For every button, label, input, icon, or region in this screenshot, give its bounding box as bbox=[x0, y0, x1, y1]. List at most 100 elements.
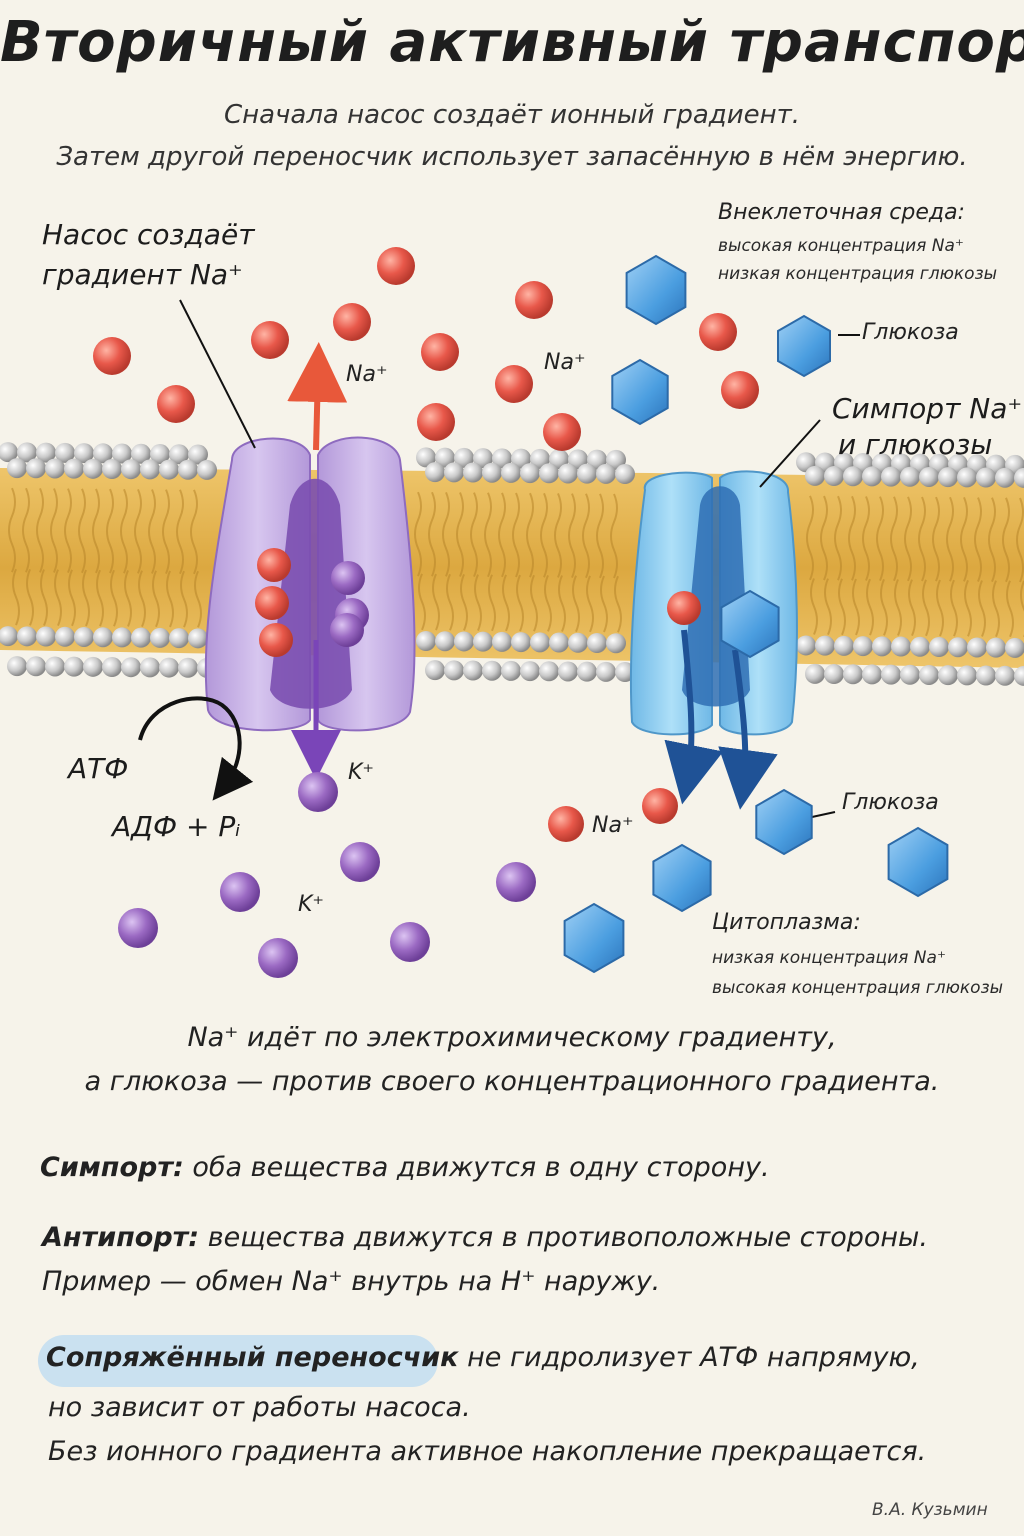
lipid-head bbox=[615, 464, 635, 485]
lipid-head bbox=[492, 631, 512, 652]
lipid-tail bbox=[950, 579, 958, 637]
lipid-tail bbox=[540, 492, 548, 578]
lipid-head bbox=[150, 627, 170, 648]
lipid-tail bbox=[992, 580, 1000, 638]
sodium-ion-icon bbox=[642, 788, 678, 824]
lipid-tail bbox=[852, 578, 860, 636]
lipid-head bbox=[596, 661, 616, 682]
sodium-ion-icon bbox=[495, 365, 533, 403]
lipid-head bbox=[967, 637, 987, 658]
cytoplasm-title: Цитоплазма: bbox=[712, 910, 861, 935]
lipid-head bbox=[64, 656, 84, 677]
lipid-head bbox=[843, 664, 863, 685]
antiport-definition: Антипорт: вещества движутся в противопол… bbox=[42, 1222, 928, 1253]
lipid-tail bbox=[544, 574, 552, 632]
lipid-head bbox=[511, 448, 531, 469]
lipid-head bbox=[1014, 665, 1024, 686]
lipid-bilayer bbox=[0, 442, 1024, 686]
lipid-tail bbox=[932, 496, 940, 582]
symport-label-line-2: и глюкозы bbox=[838, 428, 993, 461]
glucose-hexagon-icon bbox=[652, 843, 712, 913]
lipid-head bbox=[976, 665, 996, 686]
lipid-head bbox=[435, 447, 455, 468]
lipid-tail bbox=[488, 574, 496, 632]
lipid-head bbox=[815, 635, 835, 656]
symport-term: Симпорт: bbox=[40, 1152, 184, 1183]
sodium-ion-icon bbox=[157, 385, 195, 423]
lipid-tail bbox=[68, 569, 76, 627]
lipid-tail bbox=[484, 492, 492, 578]
lipid-head bbox=[83, 458, 103, 479]
lipid-head bbox=[36, 442, 56, 463]
antiport-term: Антипорт: bbox=[42, 1222, 200, 1253]
extracellular-glucose-text: низкая концентрация глюкозы bbox=[718, 264, 998, 284]
lipid-tail bbox=[558, 575, 566, 632]
lipid-head bbox=[957, 467, 977, 488]
lipid-tail bbox=[162, 489, 170, 575]
lipid-head bbox=[1014, 467, 1024, 488]
lipid-tail bbox=[40, 569, 48, 626]
lipid-tail bbox=[908, 579, 916, 637]
lipid-tail bbox=[894, 579, 902, 636]
lipid-tail bbox=[848, 495, 856, 581]
lipid-head bbox=[824, 466, 844, 487]
sodium-ion-icon bbox=[333, 303, 371, 341]
lipid-head bbox=[17, 442, 37, 463]
lipid-head bbox=[805, 465, 825, 486]
potassium-ion-icon bbox=[330, 613, 364, 647]
antiport-example: Пример — обмен Na⁺ внутрь на H⁺ наружу. bbox=[42, 1266, 661, 1297]
lipid-tail bbox=[134, 488, 142, 574]
lipid-heads bbox=[0, 442, 1024, 686]
lipid-tail bbox=[572, 575, 580, 633]
lipid-tail bbox=[12, 568, 20, 626]
lipid-head bbox=[568, 632, 588, 653]
lipid-tail bbox=[530, 574, 538, 632]
lipid-head bbox=[178, 657, 198, 678]
lipid-tail bbox=[148, 489, 156, 574]
lipid-tail bbox=[176, 489, 184, 575]
sodium-ion-icon bbox=[721, 371, 759, 409]
lipid-tail bbox=[918, 496, 926, 582]
lipid-tail bbox=[502, 574, 510, 632]
lipid-head bbox=[7, 656, 27, 677]
lipid-head bbox=[131, 627, 151, 648]
lipid-head bbox=[1005, 637, 1024, 658]
lipid-head bbox=[17, 626, 37, 647]
lipid-head bbox=[121, 459, 141, 480]
lipid-tail bbox=[460, 573, 468, 631]
atp-cycle-arrow-icon bbox=[138, 696, 254, 801]
cytoplasm-na-text: низкая концентрация Na⁺ bbox=[712, 948, 946, 968]
lipid-tail bbox=[414, 491, 422, 577]
lipid-tail bbox=[470, 492, 478, 578]
symport-definition: Симпорт: оба вещества движутся в одну ст… bbox=[40, 1152, 770, 1183]
lipid-tail bbox=[806, 495, 814, 581]
lipid-tail bbox=[820, 495, 828, 581]
lipid-head bbox=[796, 635, 816, 656]
lipid-head bbox=[558, 463, 578, 484]
lipid-tail bbox=[64, 488, 72, 574]
lipid-tail bbox=[974, 497, 982, 582]
lipid-tail bbox=[138, 570, 146, 628]
lipid-tail bbox=[862, 496, 870, 581]
lipid-head bbox=[26, 458, 46, 479]
glucose-hexagon-icon bbox=[611, 358, 669, 426]
lipid-head bbox=[530, 448, 550, 469]
lipid-head bbox=[834, 635, 854, 656]
lipid-head bbox=[558, 661, 578, 682]
lipid-tail bbox=[876, 496, 884, 581]
glucose-hexagon-icon bbox=[720, 589, 780, 659]
lipid-head bbox=[74, 443, 94, 464]
lipid-head bbox=[520, 463, 540, 484]
lipid-head bbox=[435, 631, 455, 652]
lipid-head bbox=[843, 466, 863, 487]
k-label-2: K⁺ bbox=[298, 892, 325, 917]
potassium-ion-icon bbox=[258, 938, 298, 978]
lipid-head bbox=[881, 466, 901, 487]
symport-text: оба вещества движутся в одну сторону. bbox=[192, 1152, 770, 1183]
lipid-head bbox=[577, 463, 597, 484]
lipid-head bbox=[900, 664, 920, 685]
lipid-head bbox=[64, 458, 84, 479]
lipid-head bbox=[454, 447, 474, 468]
glucose-hexagon-icon bbox=[887, 826, 949, 898]
lipid-head bbox=[159, 657, 179, 678]
